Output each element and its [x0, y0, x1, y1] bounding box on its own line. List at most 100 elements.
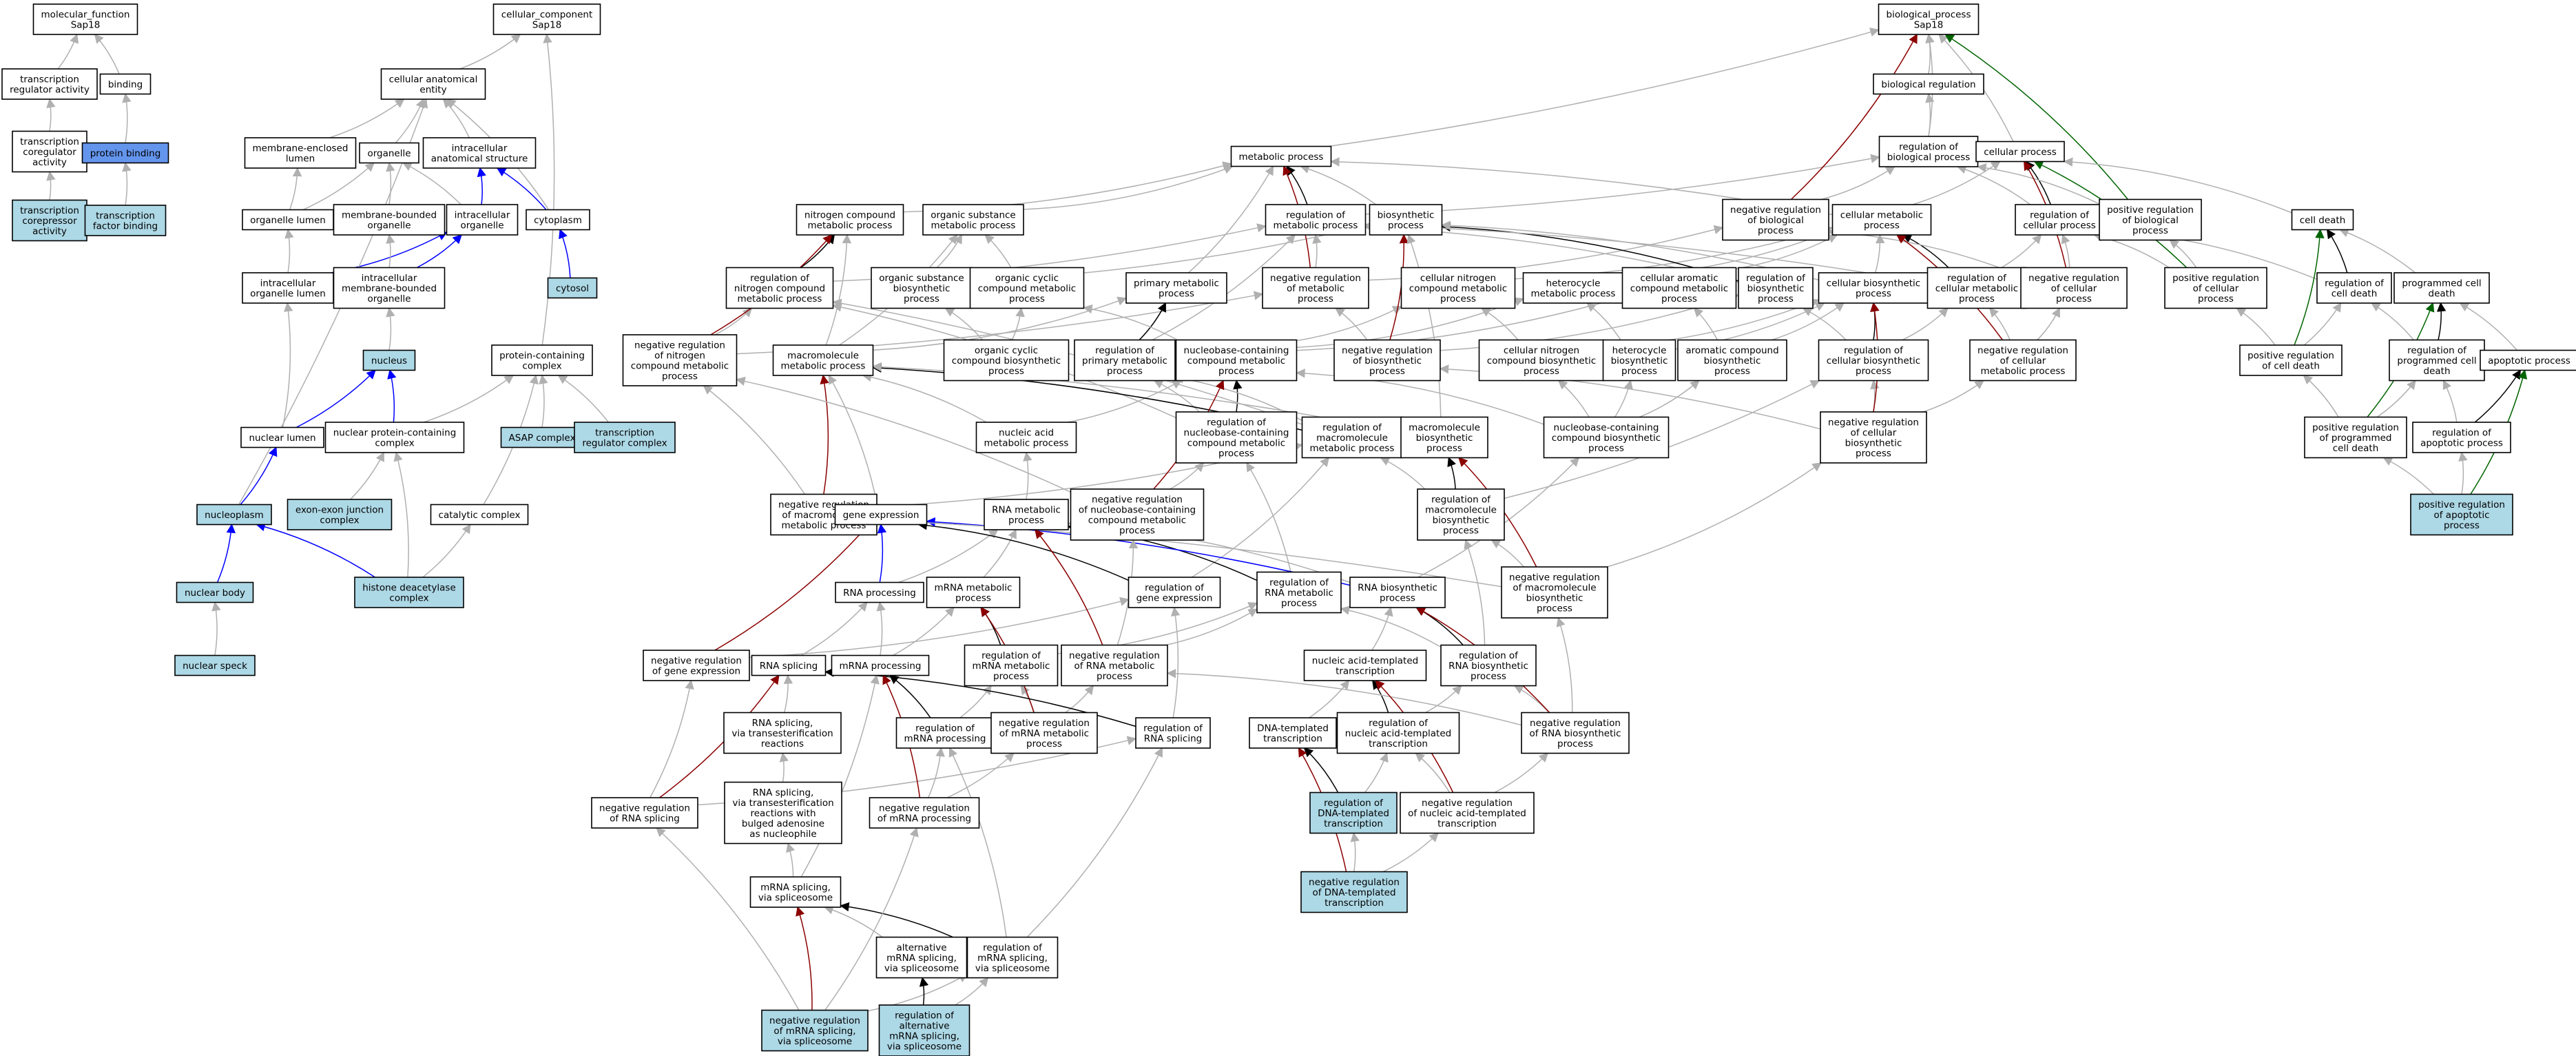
go-term-label: mRNA metabolic [973, 661, 1050, 672]
go-term-label: primary metabolic [1134, 278, 1219, 289]
go-term-label: complex [320, 515, 359, 526]
go-term-label: transcription [20, 205, 79, 216]
go-term-label: regulator complex [582, 438, 667, 449]
go-term-label: organelle lumen [250, 215, 326, 226]
go-term-label: mRNA splicing, [889, 1031, 959, 1042]
go-term-label: programmed cell [2397, 355, 2476, 366]
go-term-box [2239, 344, 2343, 376]
go-term-box [547, 277, 598, 299]
edge-is-a [800, 601, 868, 656]
edge-is-a [393, 451, 409, 578]
go-term-label: of programmed [2320, 433, 2392, 444]
go-term-label: nuclear body [185, 588, 245, 599]
go-term-box [966, 936, 1059, 979]
go-term-box [2480, 349, 2576, 371]
go-term-box [32, 3, 138, 35]
edge-is-a [1874, 234, 1885, 273]
go-term-label: process [1621, 366, 1657, 377]
edge-is-a [46, 171, 56, 200]
go-term-label: of DNA-templated [1312, 887, 1395, 898]
go-term-nbody: nuclear body [176, 581, 254, 603]
go-term-label: process [1758, 225, 1794, 236]
go-term-label: process [1026, 738, 1062, 749]
go-term-nucleoplasm: nucleoplasm [196, 504, 272, 526]
go-term-rmbsp: regulation ofmacromoleculebiosyntheticpr… [1417, 488, 1505, 541]
go-term-label: process [988, 366, 1024, 377]
go-term-box [772, 344, 874, 376]
go-term-label: RNA processing [843, 588, 916, 599]
go-term-label: organic cyclic [995, 273, 1059, 284]
edge-is-a [1977, 163, 2100, 205]
go-term-label: compound metabolic [1088, 515, 1186, 526]
go-term-label: nucleoplasm [205, 510, 264, 521]
edge-is-a [936, 234, 962, 269]
go-term-box [2393, 272, 2490, 304]
go-term-box [1400, 267, 1516, 309]
edge-part-of [416, 234, 462, 269]
go-term-box [1, 68, 98, 100]
go-term-label: negative regulation [999, 718, 1090, 729]
go-term-label: process [2198, 293, 2234, 304]
go-term-label: process [2444, 520, 2480, 531]
go-term-box [1878, 136, 1979, 167]
go-term-label: cellular metabolic [1935, 283, 2018, 294]
go-term-label: DNA-templated [1318, 808, 1389, 819]
edge-is-a [1614, 380, 1633, 417]
edge-is-a [1494, 752, 1549, 794]
go-term-label: RNA splicing [1144, 734, 1202, 745]
go-term-label: negative regulation [1828, 417, 1919, 428]
go-term-label: binding [108, 79, 143, 90]
edge-is-a [1067, 380, 1182, 423]
edge-is-a [1170, 462, 1205, 490]
go-term-label: transcription [1437, 818, 1497, 829]
go-term-label: process [662, 371, 698, 382]
go-term-box [380, 68, 486, 100]
edge-is-a [1912, 161, 2001, 205]
edge-regulates [919, 977, 929, 1006]
edge-is-a [2061, 234, 2070, 268]
go-term-label: nuclear protein-containing [333, 428, 457, 439]
go-term-box [723, 712, 842, 754]
go-term-label: metabolic process [1531, 289, 1616, 300]
edge-is-a [1312, 234, 1322, 268]
go-term-box [176, 581, 254, 603]
go-term-label: regulation of [915, 723, 975, 734]
go-term-label: cellular aromatic [1640, 273, 1718, 284]
go-term-label: cytoplasm [534, 215, 582, 226]
go-term-label: regulation of [1286, 210, 1346, 221]
edge-negatively-regulates [796, 906, 813, 1011]
go-term-box [81, 142, 169, 164]
go-term-box [84, 205, 167, 236]
go-term-label: regulator activity [10, 85, 90, 96]
go-term-box [362, 349, 416, 371]
edge-regulates [1447, 457, 1456, 490]
edge-part-of [496, 167, 547, 210]
go-term-box [99, 73, 152, 95]
edge-is-a [557, 375, 609, 423]
edge-is-a [1557, 380, 1590, 417]
go-term-box [1543, 416, 1670, 459]
go-term-label: entity [419, 85, 446, 96]
go-term-box [359, 142, 419, 164]
edge-is-a [2169, 239, 2197, 268]
go-term-box [430, 504, 529, 526]
edge-is-a [1170, 606, 1181, 718]
go-term-box [1265, 204, 1367, 236]
edge-regulates [2474, 369, 2522, 423]
go-term-box [1975, 141, 2065, 163]
